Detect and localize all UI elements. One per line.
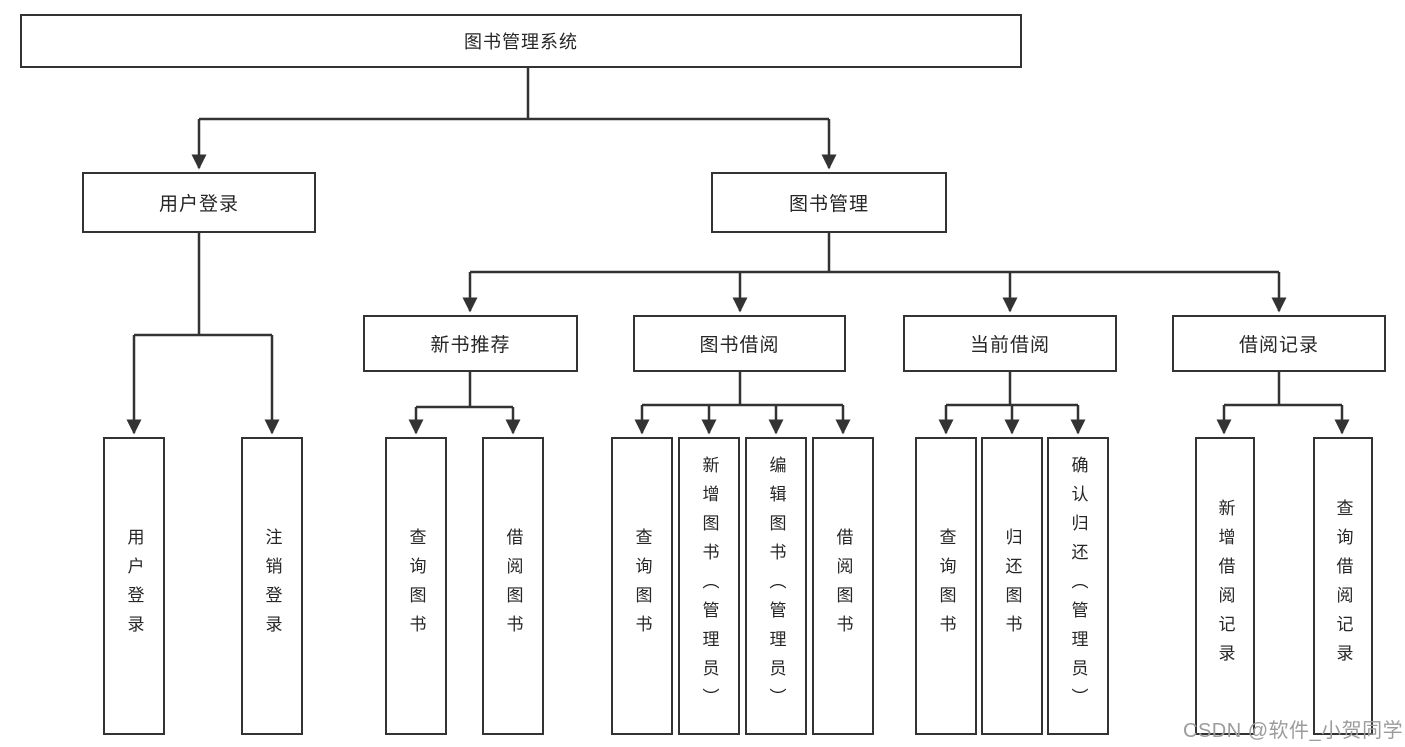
- leaf-label: 注销登录: [262, 528, 282, 644]
- node-label: 图书管理系统: [464, 32, 578, 52]
- leaf-query-books-borrowing: 查询图书: [611, 437, 673, 735]
- node-new-book-recommendation: 新书推荐: [363, 315, 578, 372]
- leaf-confirm-return-admin: 确认归还（管理员）: [1047, 437, 1109, 735]
- node-label: 新书推荐: [430, 335, 511, 356]
- leaf-label: 归还图书: [1002, 528, 1022, 644]
- leaf-borrow-books-recommend: 借阅图书: [482, 437, 544, 735]
- leaf-label: 查询图书: [936, 528, 956, 644]
- leaf-label: 编辑图书（管理员）: [766, 455, 786, 717]
- node-book-borrowing: 图书借阅: [633, 315, 846, 372]
- leaf-label: 借阅图书: [503, 528, 523, 644]
- node-user-login: 用户登录: [82, 172, 316, 233]
- leaf-label: 用户登录: [124, 528, 144, 644]
- leaf-logout: 注销登录: [241, 437, 303, 735]
- leaf-query-books-recommend: 查询图书: [385, 437, 447, 735]
- watermark-text: CSDN @软件_小贺同学: [1183, 720, 1404, 742]
- node-current-borrowing: 当前借阅: [903, 315, 1117, 372]
- leaf-label: 查询图书: [406, 528, 426, 644]
- leaf-borrow-books-borrowing: 借阅图书: [812, 437, 874, 735]
- node-label: 图书管理: [788, 194, 869, 215]
- leaf-label: 查询图书: [632, 528, 652, 644]
- node-borrow-records: 借阅记录: [1172, 315, 1386, 372]
- leaf-edit-book-admin: 编辑图书（管理员）: [745, 437, 807, 735]
- node-label: 借阅记录: [1238, 335, 1319, 356]
- leaf-query-borrow-record: 查询借阅记录: [1313, 437, 1373, 735]
- leaf-label: 查询借阅记录: [1333, 499, 1353, 673]
- node-book-management: 图书管理: [711, 172, 947, 233]
- node-label: 当前借阅: [969, 335, 1050, 356]
- leaf-label: 确认归还（管理员）: [1068, 455, 1088, 717]
- leaf-add-borrow-record: 新增借阅记录: [1195, 437, 1255, 735]
- leaf-query-books-current: 查询图书: [915, 437, 977, 735]
- node-label: 用户登录: [158, 194, 239, 215]
- leaf-label: 借阅图书: [833, 528, 853, 644]
- leaf-label: 新增图书（管理员）: [699, 455, 719, 717]
- leaf-user-login: 用户登录: [103, 437, 165, 735]
- node-label: 图书借阅: [699, 335, 780, 356]
- node-library-management-system: 图书管理系统: [20, 14, 1022, 68]
- leaf-return-books: 归还图书: [981, 437, 1043, 735]
- leaf-label: 新增借阅记录: [1215, 499, 1235, 673]
- leaf-add-book-admin: 新增图书（管理员）: [678, 437, 740, 735]
